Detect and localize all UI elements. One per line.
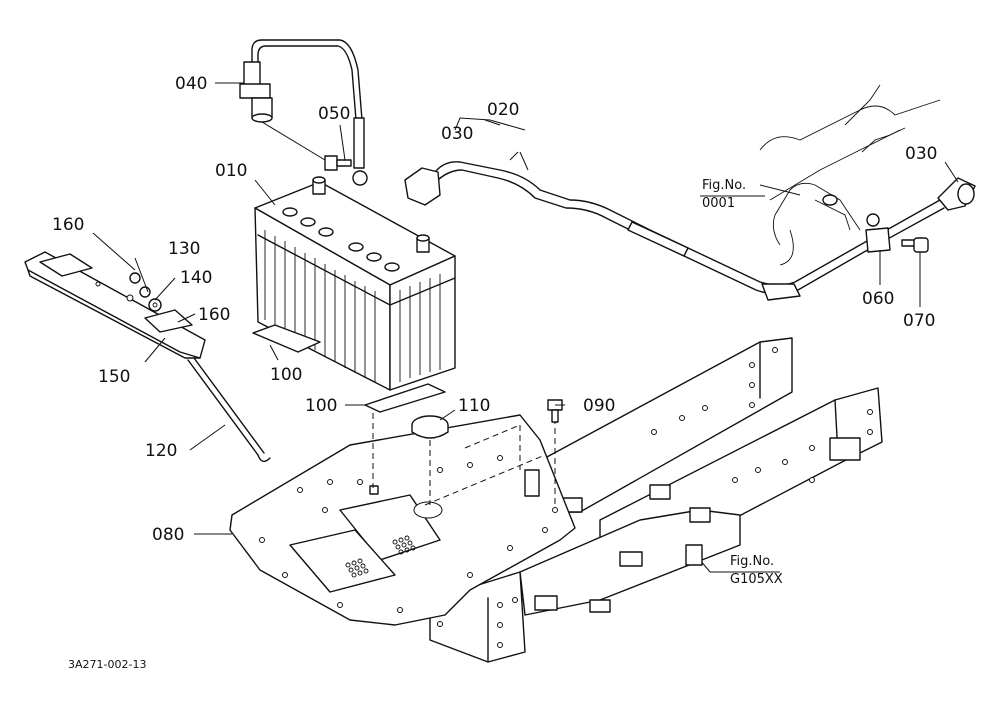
fig-0001-background: [759, 84, 941, 266]
callout-050: 050: [318, 104, 350, 124]
cap-110: [411, 415, 449, 439]
callout-030-left: 030: [441, 124, 473, 144]
hold-down-bar-150: [24, 251, 206, 359]
callout-150: 150: [98, 367, 130, 387]
fig-ref-g105xx: Fig.No. G105XX: [730, 554, 783, 587]
battery-terminal-positive: [312, 176, 326, 195]
battery-pads: [252, 324, 446, 413]
callout-130: 130: [168, 239, 200, 259]
fig-ref-0001-line1: Fig.No.: [702, 178, 746, 193]
cable-020: [404, 161, 976, 301]
callout-040: 040: [175, 74, 207, 94]
callout-110: 110: [458, 396, 490, 416]
fig-ref-0001-line2: 0001: [702, 196, 735, 211]
callout-100-lower: 100: [305, 396, 337, 416]
callout-140: 140: [180, 268, 212, 288]
callout-labels: 040 050 010 020 030 030 160 130 140 160 …: [52, 74, 937, 545]
nuts-130: [129, 272, 151, 298]
leader-lines: [92, 82, 959, 573]
bolt-050: [261, 121, 352, 171]
vent-grille-lower: [345, 558, 369, 578]
fig-ref-g105xx-line2: G105XX: [730, 572, 783, 587]
bolt-090: [547, 399, 563, 423]
callout-090: 090: [583, 396, 615, 416]
battery-cell-caps: [282, 207, 400, 272]
projection-lines: [372, 413, 556, 506]
callout-080: 080: [152, 525, 184, 545]
callout-100-upper: 100: [270, 365, 302, 385]
callout-160-right: 160: [198, 305, 230, 325]
battery-plate: [229, 414, 576, 626]
battery-ribs: [257, 230, 456, 383]
callout-070: 070: [903, 311, 935, 331]
washer-140: [148, 298, 162, 312]
vent-grille-upper: [392, 535, 416, 555]
callout-120: 120: [145, 441, 177, 461]
callout-160-left: 160: [52, 215, 84, 235]
rod-120: [187, 357, 271, 463]
fig-ref-0001: Fig.No. 0001: [702, 178, 746, 211]
callout-030-right: 030: [905, 144, 937, 164]
clamp-060: [865, 213, 891, 253]
battery-terminal-negative: [416, 234, 430, 253]
bolt-070: [901, 237, 929, 253]
drawing-code: 3A271-002-13: [68, 658, 146, 671]
fig-ref-g105xx-line1: Fig.No.: [730, 554, 774, 569]
callout-010: 010: [215, 161, 247, 181]
callout-060: 060: [862, 289, 894, 309]
fig-g105xx-tag: [685, 544, 703, 566]
callout-020: 020: [487, 100, 519, 120]
battery: [254, 176, 456, 391]
cable-040: [239, 39, 368, 186]
